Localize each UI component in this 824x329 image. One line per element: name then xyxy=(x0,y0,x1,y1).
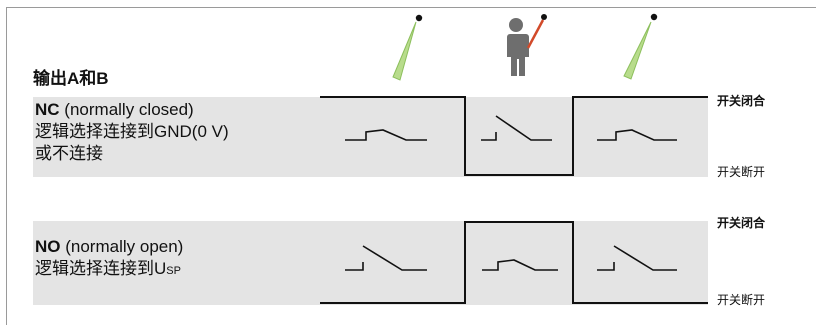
nc-switch-closed-icon xyxy=(597,129,677,141)
no-switch-open-icon xyxy=(345,245,427,271)
no-switch-open-icon xyxy=(597,245,677,271)
no-switch-closed-icon xyxy=(482,259,558,271)
nc-code: NC xyxy=(35,100,60,119)
no-band xyxy=(33,221,708,305)
nc-switch-open-icon xyxy=(481,115,552,141)
no-state-open-label: 开关断开 xyxy=(717,293,766,307)
nc-logic-text: 逻辑选择连接到GND(0 V) xyxy=(35,122,229,141)
nc-meaning: (normally closed) xyxy=(64,100,194,119)
nc-unconnected-text: 或不连接 xyxy=(35,144,103,163)
no-logic-text: 逻辑选择连接到U xyxy=(35,259,167,278)
nc-waveform xyxy=(320,96,708,176)
diagram-frame xyxy=(6,7,816,325)
no-meaning: (normally open) xyxy=(65,237,184,256)
nc-band xyxy=(33,97,708,177)
nc-switch-closed-icon xyxy=(345,129,427,141)
no-code: NO xyxy=(35,237,61,256)
no-logic-subscript: SP xyxy=(166,265,181,277)
sensor-beam-icon xyxy=(392,14,423,81)
sensor-beam-icon xyxy=(623,13,658,80)
nc-state-closed-label: 开关闭合 xyxy=(717,94,766,108)
no-waveform xyxy=(320,221,708,304)
no-description: NO (normally open) 逻辑选择连接到USP xyxy=(35,236,183,282)
nc-state-open-label: 开关断开 xyxy=(717,165,766,179)
person-icon xyxy=(506,14,547,76)
no-state-closed-label: 开关闭合 xyxy=(717,216,766,230)
nc-description: NC (normally closed) 逻辑选择连接到GND(0 V) 或不连… xyxy=(35,99,229,165)
diagram-title: 输出A和B xyxy=(33,69,109,88)
